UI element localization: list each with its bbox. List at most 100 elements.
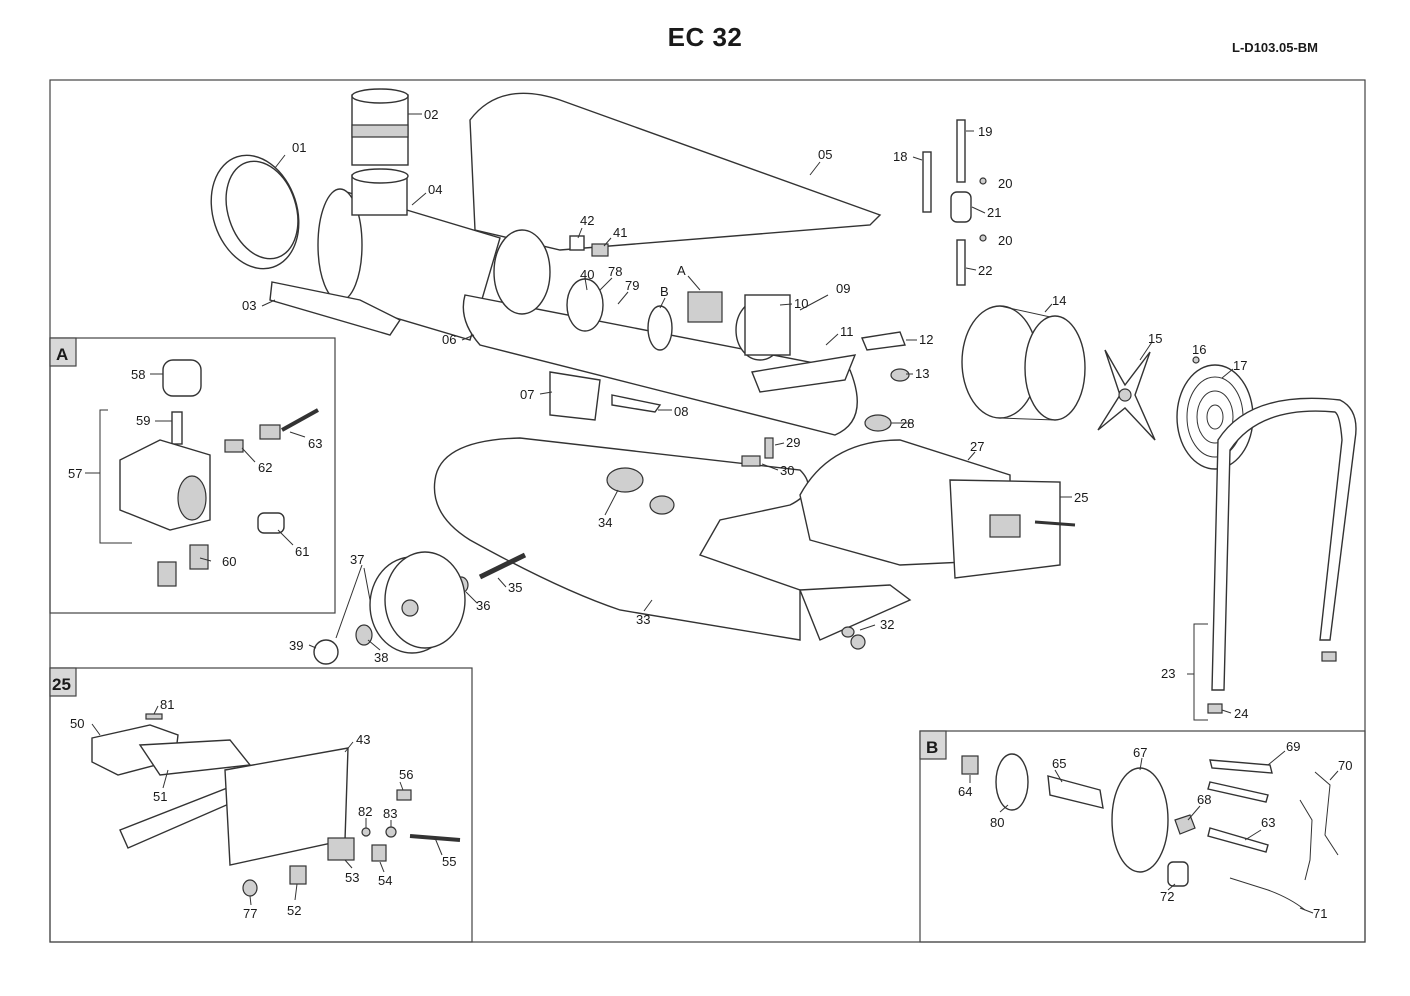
part-67-disc [1111,767,1169,873]
label-08: 08 [674,404,688,419]
part-10-motor [735,294,791,361]
part-30-connector [741,455,761,467]
label-71: 71 [1313,906,1327,921]
label-41: 41 [613,225,627,240]
label-23: 23 [1161,666,1175,681]
label-54: 54 [378,873,392,888]
part-13-grommet [890,368,910,382]
part-40-fan-wheel [566,278,604,332]
part-20a-clamp [979,177,987,185]
part-03-shield [269,281,402,336]
part-05-top-housing [469,92,882,251]
box-b-tag [919,730,947,760]
part-57-pump-face [177,475,207,521]
label-32: 32 [880,617,894,632]
label-83: 83 [383,806,397,821]
label-10: 10 [794,296,808,311]
label-60: 60 [222,554,236,569]
label-02: 02 [424,107,438,122]
label-17: 17 [1233,358,1247,373]
label-11: 11 [840,324,854,339]
part-14-fan-ring [961,305,1086,421]
label-05: 05 [818,147,832,162]
part-82-nut [361,827,371,837]
part-22-hose [956,239,966,286]
part-32-nut [850,634,866,650]
part-04-combustion-tube [317,168,501,341]
drawing-code: L-D103.05-BM [1232,40,1318,55]
label-64: 64 [958,784,972,799]
part-72-sleeve [1167,861,1189,887]
part-heating-rack [119,784,239,849]
box-a-letter: A [56,345,68,364]
label-65: 65 [1052,756,1066,771]
part-16-screw [1192,356,1200,364]
part-08-strip [611,394,662,413]
part-11-plate [751,354,857,393]
part-chassis-base [798,584,912,641]
part-32-screw [841,626,855,638]
part-24-foot [1207,703,1223,714]
label-50: 50 [70,716,84,731]
label-14: 14 [1052,293,1066,308]
part-panel-probe [1034,520,1076,527]
part-63a-fitting [259,424,281,440]
part-58-coil [162,359,202,397]
label-79: 79 [625,278,639,293]
box-25-number: 25 [52,675,71,694]
box-b-letter: B [926,738,938,757]
part-38-hubcap [355,624,373,646]
bracket-57 [99,409,132,544]
part-burner-disc [493,229,551,315]
part-34-tank-cap [606,467,644,493]
label-29: 29 [786,435,800,450]
part-07-bracket [549,371,601,421]
part-62-fitting [224,439,244,453]
part-24-foot-right [1321,651,1337,662]
label-58: 58 [131,367,145,382]
box-25-frame [49,667,473,943]
part-01-ring [210,154,300,270]
label-78: 78 [608,264,622,279]
part-35-axle [478,552,527,580]
part-39-cap [313,639,339,665]
part-29-pin [764,437,774,459]
part-b-assembly [647,305,673,351]
part-81-fuse [145,713,163,720]
part-tank-neck [649,495,675,515]
part-60-fitting-a [189,544,209,570]
label-43: 43 [356,732,370,747]
label-16: 16 [1192,342,1206,357]
label-69: 69 [1286,739,1300,754]
label-03: 03 [242,298,256,313]
label-35: 35 [508,580,522,595]
part-70-cable-b [1299,799,1313,881]
part-52-switch [289,865,307,885]
part-42-bracket [569,235,585,251]
label-52: 52 [287,903,301,918]
part-23-handle [1211,397,1357,691]
label-40: 40 [580,267,594,282]
label-55: 55 [442,854,456,869]
part-a-pump [687,291,723,323]
label-38: 38 [374,650,388,665]
label-59: 59 [136,413,150,428]
leader-lines [85,113,1339,914]
box-a-tag [49,337,77,367]
part-70-cable [1314,771,1339,856]
label-57: 57 [68,466,82,481]
part-panel-switch [989,514,1021,538]
part-15-fan-blade [1097,349,1156,441]
label-67: 67 [1133,745,1147,760]
part-68-nut [1174,814,1196,835]
label-62: 62 [258,460,272,475]
part-61-plug [257,512,285,534]
label-51: 51 [153,789,167,804]
label-56: 56 [399,767,413,782]
box-b-frame [919,730,1366,943]
label-a-callout: A [677,263,686,278]
label-20b: 20 [998,233,1012,248]
label-39: 39 [289,638,303,653]
part-54-switch [371,844,387,862]
